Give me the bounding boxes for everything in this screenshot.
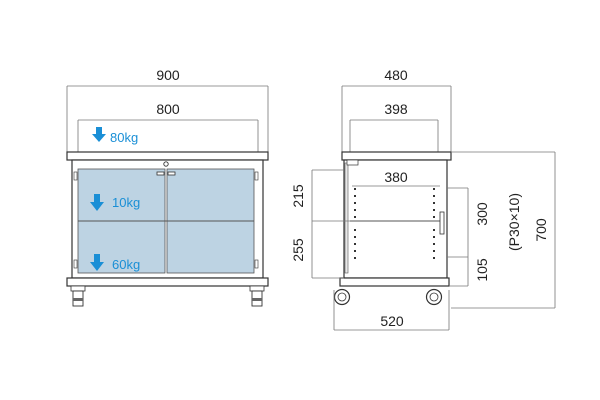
dim-side-top-depth: 398 xyxy=(349,101,439,152)
dim-side-base-depth: 520 xyxy=(333,290,450,331)
side-front-caster-icon xyxy=(333,288,351,306)
dim-side-total-height: 700 xyxy=(451,151,556,309)
dim-side-shelf-pitch-range: 300 xyxy=(447,187,490,258)
middle-load-marker: 10kg xyxy=(90,194,140,211)
dim-side-lower-height: 255 xyxy=(290,221,344,279)
down-arrow-icon xyxy=(90,194,104,211)
side-shelf-pitch-range-label: 300 xyxy=(474,202,490,226)
side-total-height-label: 700 xyxy=(533,218,549,242)
front-left-caster-icon xyxy=(70,285,86,307)
dim-front-overall-width: 900 xyxy=(66,67,269,155)
side-depth-base-label: 520 xyxy=(380,313,404,329)
side-lower-height-label: 255 xyxy=(290,238,306,262)
middle-load-label: 10kg xyxy=(112,195,140,210)
side-door-edge xyxy=(344,162,349,274)
side-upper-height-label: 215 xyxy=(290,184,306,208)
front-base-board xyxy=(66,277,269,287)
left-hinge-bottom-icon xyxy=(73,259,78,269)
dim-side-upper-height: 215 xyxy=(290,169,350,222)
side-rear-caster-icon xyxy=(425,288,443,306)
left-hinge-top-icon xyxy=(73,171,78,181)
side-cabinet-body xyxy=(343,159,448,279)
right-hinge-bottom-icon xyxy=(254,259,259,269)
side-shelf-bottom-offset-label: 105 xyxy=(474,258,490,282)
side-door-bracket-icon xyxy=(346,159,359,166)
bottom-load-marker: 60kg xyxy=(90,254,140,272)
front-right-caster-icon xyxy=(249,285,265,307)
front-top-board xyxy=(66,151,269,161)
side-top-board xyxy=(341,151,452,161)
right-hinge-top-icon xyxy=(254,171,259,181)
shelf-pin-holes xyxy=(354,188,435,259)
front-view: 900 800 xyxy=(66,67,269,307)
side-shelf-pitch-label: (P30×10) xyxy=(506,193,522,251)
lock-icon xyxy=(163,161,169,167)
dim-front-inner-width: 800 xyxy=(77,101,259,152)
top-load-label: 80kg xyxy=(110,130,138,145)
top-load-marker: 80kg xyxy=(92,127,138,145)
side-view: 480 398 xyxy=(290,67,556,331)
left-door-handle-icon xyxy=(156,171,165,176)
front-width-inner-label: 800 xyxy=(156,101,180,117)
down-arrow-icon xyxy=(90,254,104,271)
side-depth-overall-label: 480 xyxy=(384,67,408,83)
right-door-handle-icon xyxy=(167,171,176,176)
down-arrow-icon xyxy=(92,127,106,142)
side-handle-icon xyxy=(439,211,445,235)
side-base-board xyxy=(339,277,450,287)
dim-side-inner-depth: 380 xyxy=(352,169,440,187)
side-inner-depth-label: 380 xyxy=(384,169,408,185)
dim-side-shelf-bottom-offset: 105 xyxy=(449,257,490,287)
dim-side-overall-depth: 480 xyxy=(341,67,452,155)
front-width-overall-label: 900 xyxy=(156,67,180,83)
bottom-load-label: 60kg xyxy=(112,257,140,272)
side-depth-top-label: 398 xyxy=(384,101,408,117)
